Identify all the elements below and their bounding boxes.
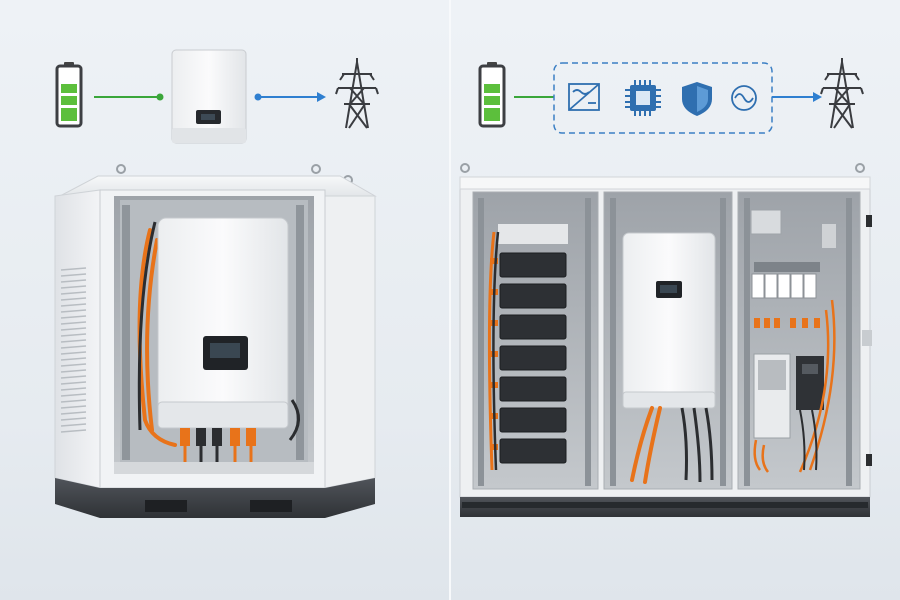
battery-link-dot [156, 93, 164, 101]
right-pylon-icon [820, 58, 864, 129]
battery-rack [487, 224, 568, 471]
inverter-unit [171, 49, 247, 144]
grid-arrow-icon [317, 92, 326, 102]
left-cabinet [54, 164, 377, 518]
right-battery-icon [478, 62, 506, 128]
sine-wave-icon [731, 85, 757, 111]
left-battery-icon [55, 62, 83, 128]
right-grid-arrow-icon [813, 92, 822, 102]
chip-icon [625, 80, 661, 116]
panel-divider [449, 0, 451, 600]
center-inverter [622, 232, 716, 484]
right-cabinet [459, 163, 872, 517]
control-modules-box [553, 62, 773, 134]
converter-icon [568, 83, 600, 111]
shield-icon [682, 82, 712, 116]
electrical-panel [750, 209, 836, 473]
left-pylon-icon [335, 58, 379, 129]
